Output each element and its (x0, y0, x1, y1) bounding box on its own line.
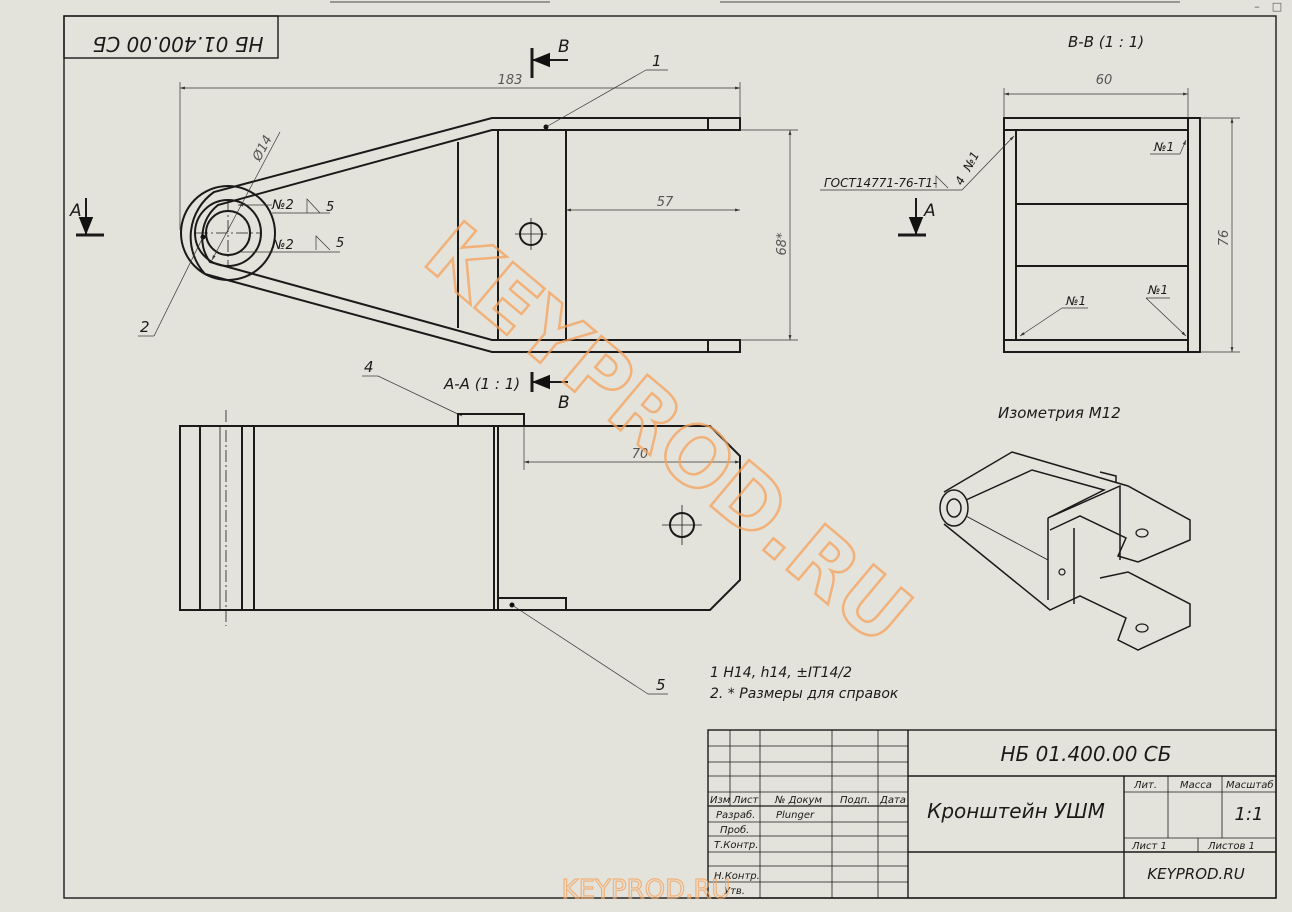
sheet-frame (63, 1, 1277, 899)
weld-gost-leg: 4 (952, 174, 968, 187)
dim-hole-diameter: Ø14 (250, 133, 276, 165)
cut-a-label-left: А (69, 201, 82, 221)
weld-gost-num: №1 (960, 149, 982, 174)
weld-bb-3: №1 (1147, 283, 1168, 297)
cutting-plane-a: А А (69, 198, 936, 237)
dim-overall-length: 183 (498, 73, 523, 88)
title-block: Изм Лист № Докум Подп. Дата Разраб. Plun… (707, 729, 1277, 899)
window-maximize-button[interactable]: □ (1271, 0, 1283, 13)
isometric-title: Изометрия М12 (998, 404, 1121, 422)
cutting-plane-b: В В (530, 37, 570, 413)
designation-stamp-text: НБ 01.400.00 СБ (93, 32, 264, 56)
tb-header-sign: Подп. (840, 795, 870, 806)
window-minimize-button[interactable]: – (1254, 0, 1260, 13)
dim-bb-height: 76 (1217, 230, 1232, 247)
dim-bb-width: 60 (1096, 73, 1113, 88)
balloon-4: 4 (364, 358, 374, 376)
tb-header-izm: Изм (710, 795, 731, 806)
cut-b-label-top: В (558, 37, 570, 57)
section-aa-title: А-А (1 : 1) (443, 375, 520, 393)
balloon-2: 2 (140, 318, 150, 336)
tb-role-check: Проб. (720, 824, 749, 836)
balloons: 1 2 4 5 (138, 52, 668, 695)
tb-company: KEYPROD.RU (1147, 865, 1244, 883)
tb-scale-value: 1:1 (1235, 804, 1264, 825)
weld-label-1: №2 (271, 198, 294, 213)
cut-b-label-bottom: В (558, 393, 570, 413)
designation-stamp: НБ 01.400.00 СБ (63, 15, 279, 59)
weld-label-2: №2 (271, 238, 294, 253)
tb-header-list: Лист (732, 795, 760, 806)
isometric-view: Изометрия М12 (939, 404, 1191, 651)
tb-designation: НБ 01.400.00 СБ (1001, 742, 1172, 766)
weld-leg-1: 5 (326, 200, 334, 215)
main-view-welds: №2 5 №2 5 (238, 198, 344, 253)
note-1: 1 Н14, h14, ±IT14/2 (710, 665, 852, 681)
note-2: 2. * Размеры для справок (710, 686, 899, 702)
tb-sheets: Листов 1 (1207, 841, 1255, 852)
tb-sheet: Лист 1 (1131, 841, 1167, 852)
technical-notes: 1 Н14, h14, ±IT14/2 2. * Размеры для спр… (710, 665, 899, 702)
weld-bb-1: №1 (1153, 140, 1174, 154)
tb-title: Кронштейн УШМ (927, 799, 1105, 823)
main-view (180, 117, 741, 353)
section-bb-view: В-В (1 : 1) 60 76 (1003, 33, 1240, 353)
weld-gost: ГОСТ14771-76-Т1- (824, 176, 937, 190)
dim-width: 68* (775, 232, 790, 256)
tb-header-date: Дата (879, 795, 906, 806)
tb-role-developer: Разраб. (716, 809, 755, 821)
tb-mass-label: Масса (1180, 780, 1212, 791)
dim-offset: 70 (632, 447, 649, 462)
section-bb-welds: ГОСТ14771-76-Т1- 4 №1 №1 №1 №1 (820, 135, 1187, 337)
watermark: KEYPROD.RU (407, 205, 928, 664)
tb-role-ncontrol: Н.Контр. (714, 871, 760, 882)
dim-slot: 57 (657, 195, 674, 210)
weld-leg-2: 5 (336, 236, 344, 251)
tb-role-approve: Утв. (724, 886, 745, 897)
tb-lit-label: Лит. (1133, 780, 1157, 791)
cut-a-label-right: А (923, 201, 936, 221)
watermark-bottom: KEYPROD.RU (562, 875, 731, 905)
tb-role-tcontrol: Т.Контр. (714, 840, 758, 851)
section-bb-title: В-В (1 : 1) (1068, 33, 1144, 51)
section-aa-view: А-А (1 : 1) 70 (179, 375, 741, 626)
balloon-5: 5 (656, 676, 666, 694)
tb-header-doc: № Докум (774, 795, 822, 806)
weld-bb-2: №1 (1065, 294, 1086, 308)
tb-developer-name: Plunger (776, 810, 815, 821)
balloon-1: 1 (652, 52, 662, 70)
tb-scale-label: Масштаб (1226, 779, 1274, 791)
